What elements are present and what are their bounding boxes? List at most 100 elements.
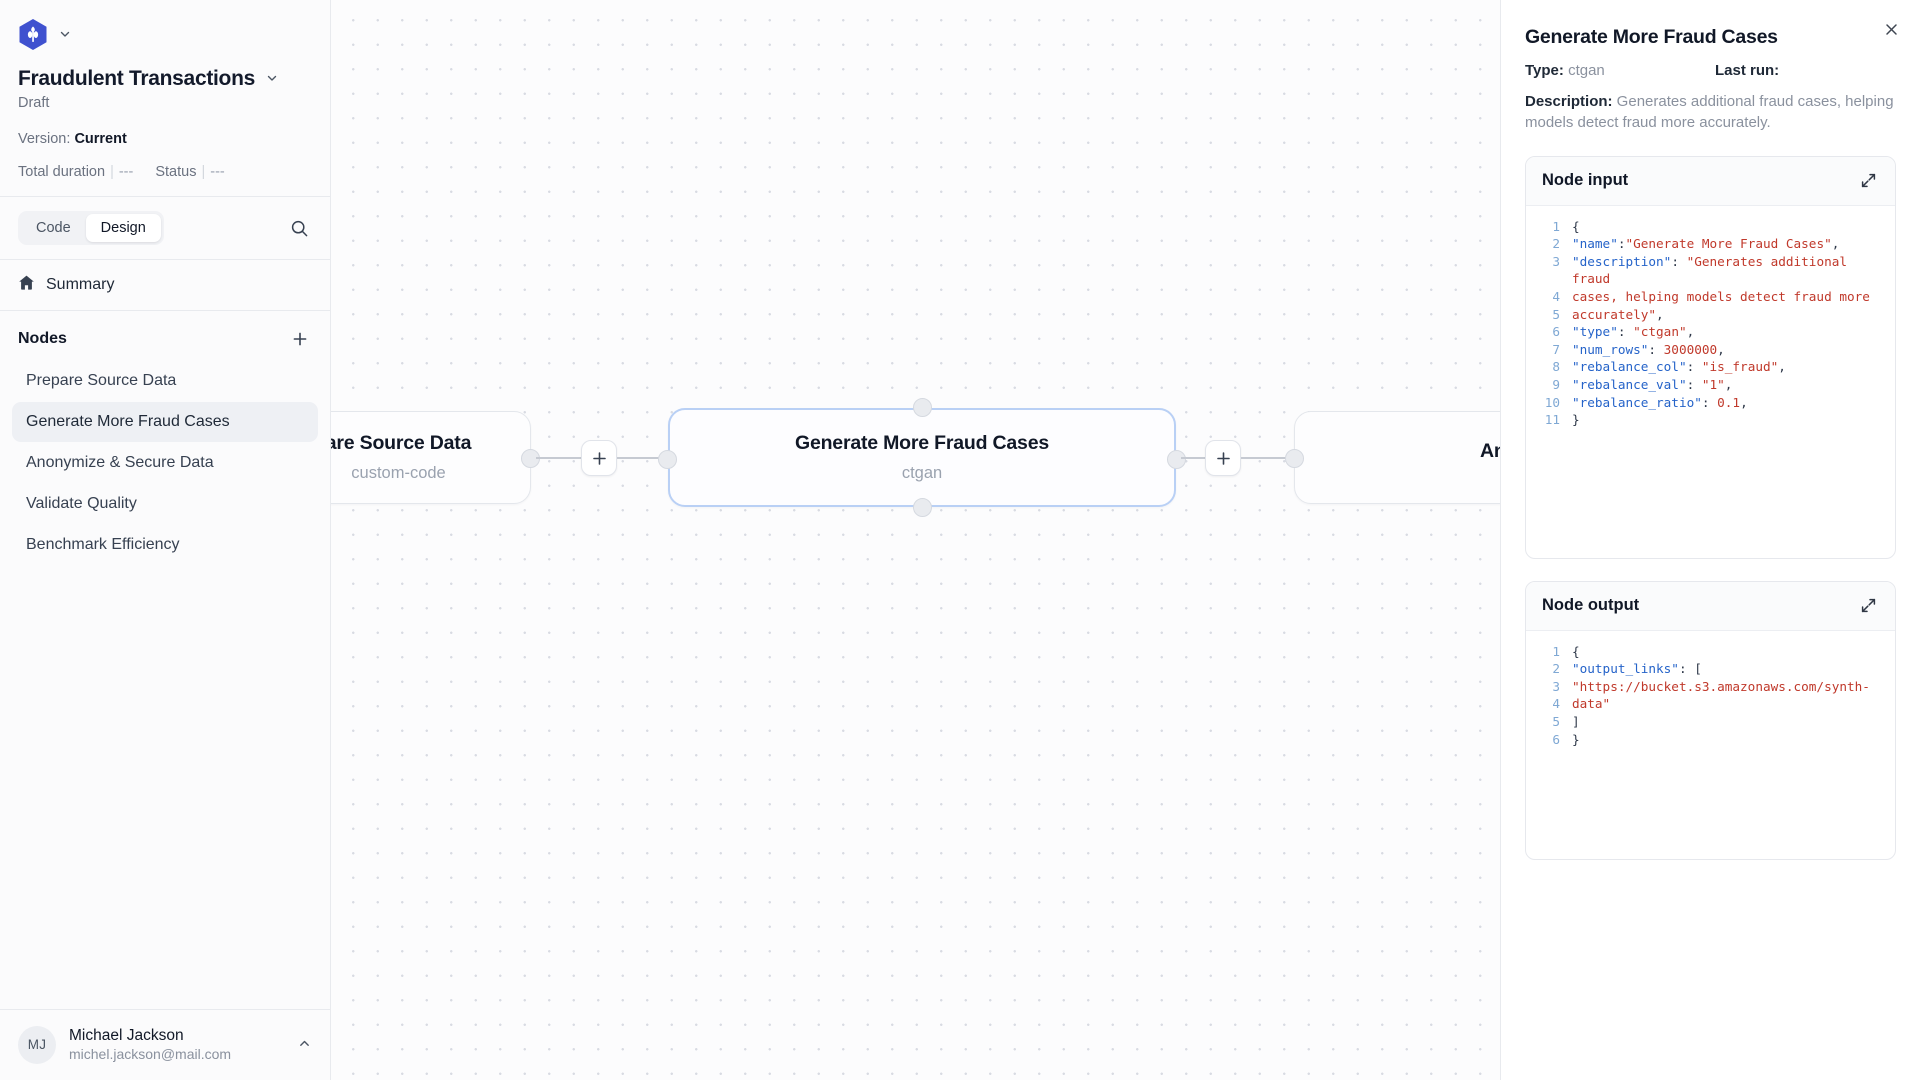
canvas-node-title: are Source Data — [331, 432, 472, 454]
code-line-number: 7 — [1552, 341, 1560, 357]
node-port-left[interactable] — [1285, 449, 1304, 468]
sidebar-item-validate-quality[interactable]: Validate Quality — [26, 495, 137, 512]
sidebar-item-summary-label: Summary — [46, 276, 115, 293]
panel-description-label: Description: — [1525, 93, 1613, 110]
sidebar-item-anonymize-secure-data[interactable]: Anonymize & Secure Data — [26, 454, 214, 471]
project-chevron-down-icon[interactable] — [265, 71, 279, 87]
code-line-text: data" — [1572, 696, 1611, 712]
code-line-text: "name":"Generate More Fraud Cases", — [1572, 236, 1840, 252]
add-node-plus-icon[interactable] — [288, 327, 312, 351]
node-output-code[interactable]: 1{2"output_links": [3"https://bucket.s3.… — [1526, 631, 1895, 859]
nodes-section-title: Nodes — [18, 330, 67, 347]
code-line-number: 6 — [1552, 731, 1560, 747]
project-title-row[interactable]: Fraudulent Transactions — [18, 67, 312, 91]
sidebar-item-benchmark-efficiency[interactable]: Benchmark Efficiency — [26, 536, 180, 553]
edge-3 — [1181, 457, 1225, 459]
plus-icon — [1216, 451, 1230, 465]
code-line-text: } — [1572, 412, 1580, 428]
code-line-text: "rebalance_col": "is_fraud", — [1572, 359, 1786, 375]
code-line-text: "description": "Generates additional fra… — [1572, 253, 1855, 287]
sidebar-header: Fraudulent Transactions Draft Version: C… — [0, 0, 330, 196]
code-line-number: 5 — [1552, 713, 1560, 729]
version-value: Current — [74, 131, 127, 147]
node-port-bottom[interactable] — [913, 498, 932, 517]
code-line-text: { — [1572, 643, 1580, 659]
code-line: 8"rebalance_col": "is_fraud", — [1536, 358, 1885, 376]
flow-canvas[interactable]: are Source Data custom-code Generate Mor… — [331, 0, 1500, 1080]
add-node-between-1-2[interactable] — [581, 440, 617, 476]
chevron-up-icon[interactable] — [297, 1036, 312, 1054]
total-duration-label: Total duration — [18, 164, 106, 180]
panel-description: Description: Generates additional fraud … — [1525, 91, 1896, 134]
sidebar-spacer — [0, 567, 330, 1009]
canvas-node-subtitle: custom-code — [351, 464, 446, 482]
sidebar-item-prepare-source-data[interactable]: Prepare Source Data — [26, 372, 177, 389]
panel-description-value: Generates additional fraud cases, helpin… — [1525, 93, 1894, 132]
add-node-between-2-3[interactable] — [1205, 440, 1241, 476]
code-line-number: 2 — [1552, 236, 1560, 252]
total-duration-value: --- — [118, 164, 134, 180]
node-output-title: Node output — [1542, 596, 1640, 615]
nodes-list: Prepare Source Data Generate More Fraud … — [0, 359, 330, 567]
code-line-text: accurately", — [1572, 306, 1664, 322]
version-label: Version: — [18, 131, 71, 147]
edge-1 — [536, 457, 581, 459]
code-line-number: 9 — [1552, 376, 1560, 392]
tab-code[interactable]: Code — [21, 214, 86, 242]
nodes-section-header: Nodes — [0, 311, 330, 359]
node-port-left[interactable] — [658, 450, 677, 469]
sidebar-item-generate-more-fraud-cases[interactable]: Generate More Fraud Cases — [12, 402, 318, 442]
expand-icon[interactable] — [1857, 170, 1879, 192]
code-line: 7"num_rows": 3000000, — [1536, 341, 1885, 359]
node-input-card-header: Node input — [1526, 156, 1895, 206]
search-icon[interactable] — [286, 215, 312, 241]
logo-row[interactable] — [18, 18, 312, 51]
code-line-text: { — [1572, 218, 1580, 234]
sidebar: Fraudulent Transactions Draft Version: C… — [0, 0, 331, 1080]
divider — [0, 259, 330, 260]
node-input-code[interactable]: 1{2"name":"Generate More Fraud Cases",3"… — [1526, 206, 1895, 558]
sidebar-item-summary[interactable]: Summary — [0, 260, 330, 310]
edge-2 — [617, 457, 659, 459]
node-port-right[interactable] — [1167, 450, 1186, 469]
panel-meta-row: Type: ctgan Last run: — [1525, 62, 1896, 79]
user-profile-row[interactable]: MJ Michael Jackson michel.jackson@mail.c… — [18, 1025, 312, 1064]
code-line: 3 "description": "Generates additional fr… — [1536, 253, 1885, 288]
code-line: 1{ — [1536, 643, 1885, 661]
node-port-top[interactable] — [913, 398, 932, 417]
divider — [0, 196, 330, 197]
total-duration-meta: Total duration|--- — [18, 164, 134, 180]
tab-design[interactable]: Design — [85, 214, 161, 242]
chevron-down-icon[interactable] — [58, 27, 72, 43]
canvas-node-title: An — [1480, 440, 1500, 462]
status-meta-label: Status — [155, 164, 197, 180]
canvas-node-generate-more-fraud-cases[interactable]: Generate More Fraud Cases ctgan — [658, 398, 1186, 517]
code-line-text: "type": "ctgan", — [1572, 324, 1695, 340]
page-title: Fraudulent Transactions — [18, 67, 255, 90]
divider — [0, 310, 330, 311]
code-line-text: } — [1572, 731, 1580, 747]
code-line-number: 3 — [1552, 253, 1560, 269]
code-line-number: 4 — [1552, 696, 1560, 712]
panel-type: Type: ctgan — [1525, 62, 1715, 79]
code-line: 4 data" — [1536, 695, 1885, 713]
hexagon-logo-icon — [18, 18, 48, 51]
canvas-node-anonymize-secure-data[interactable]: An — [1285, 411, 1500, 504]
panel-type-label: Type: — [1525, 62, 1564, 79]
close-icon[interactable] — [1878, 16, 1904, 42]
panel-last-run: Last run: — [1715, 62, 1779, 79]
node-input-card: Node input 1{2"name":"Generate More Frau… — [1525, 155, 1896, 559]
avatar: MJ — [18, 1025, 56, 1064]
canvas-node-prepare-source-data[interactable]: are Source Data custom-code — [331, 411, 540, 504]
code-line: 10"rebalance_ratio": 0.1, — [1536, 394, 1885, 412]
code-line-text: ] — [1572, 713, 1580, 729]
code-line-text: "output_links": [ — [1572, 661, 1702, 677]
expand-icon[interactable] — [1857, 595, 1879, 617]
code-line: 2 "name":"Generate More Fraud Cases", — [1536, 235, 1885, 253]
view-toggle-row: Code Design — [0, 197, 330, 259]
code-line-number: 5 — [1552, 306, 1560, 322]
status-meta: Status|--- — [155, 164, 225, 180]
edge-4 — [1241, 457, 1286, 459]
